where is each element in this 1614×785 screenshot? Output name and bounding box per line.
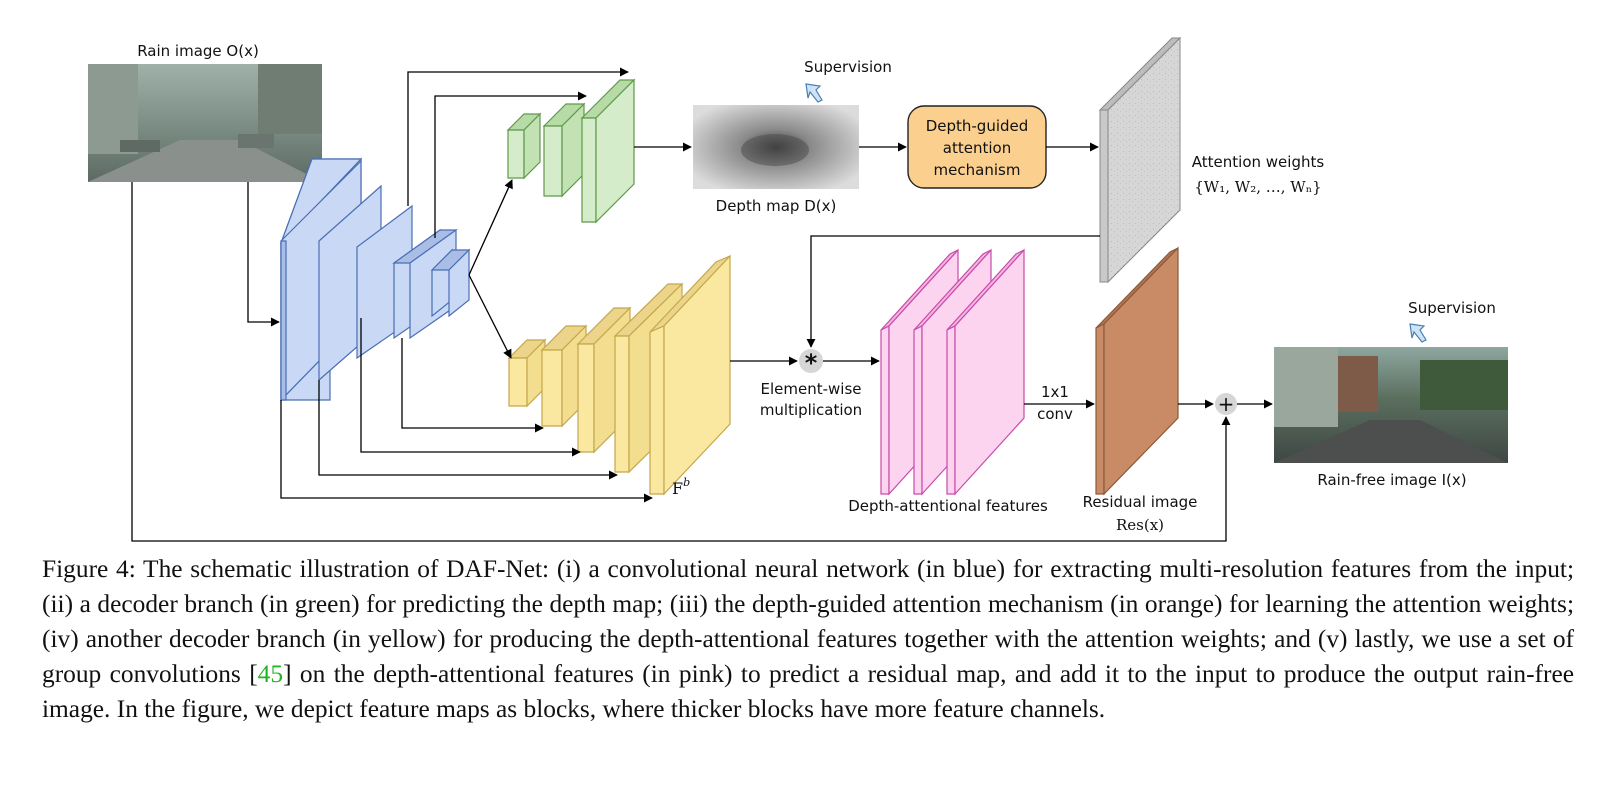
- rain-free-label: Rain-free image I(x): [1317, 471, 1466, 489]
- residual-label-2: Res(x): [1116, 516, 1164, 534]
- attention-weights-map: [1098, 36, 1182, 284]
- depth-attentional-features: [880, 248, 1025, 496]
- yellow-block-1: [507, 338, 547, 408]
- depth-attentional-label: Depth-attentional features: [848, 497, 1048, 515]
- plus-icon: +: [1218, 392, 1235, 416]
- caption-text-1: Figure 4: The schematic illustration of …: [42, 555, 1574, 688]
- supervision-top-label: Supervision: [804, 58, 892, 76]
- residual-label-1: Residual image: [1083, 493, 1198, 511]
- encoder: [280, 159, 471, 402]
- pink-block-3: [946, 248, 1025, 496]
- figure-caption: Figure 4: The schematic illustration of …: [42, 552, 1574, 727]
- attention-box-line-1: Depth-guided: [926, 117, 1029, 135]
- supervision-right-label: Supervision: [1408, 299, 1496, 317]
- citation-link[interactable]: 45: [257, 660, 284, 688]
- connections: [131, 67, 1273, 542]
- elementwise-label-1: Element-wise: [761, 380, 862, 398]
- green-block-1: [506, 112, 542, 180]
- feature-decoder: [507, 254, 731, 496]
- encoder-block-5: [430, 248, 471, 318]
- attention-mechanism-box: Depth-guided attention mechanism: [907, 105, 1047, 189]
- fb-label: Fb: [672, 476, 690, 498]
- attention-box-line-2: attention: [943, 139, 1011, 157]
- depth-map-label: Depth map D(x): [716, 197, 837, 215]
- supervision-right-arrow-icon: [1409, 323, 1427, 343]
- caption-text-2: ] on the depth-attentional features (in …: [42, 660, 1574, 723]
- attention-box-line-3: mechanism: [934, 161, 1021, 179]
- rain-image-label: Rain image O(x): [137, 42, 259, 60]
- depth-map-image: [693, 105, 859, 189]
- conv-label-1: 1x1: [1041, 383, 1069, 401]
- elementwise-label-2: multiplication: [760, 401, 862, 419]
- attention-weights-set: {W₁, W₂, …, Wₙ}: [1194, 178, 1321, 196]
- multiply-node: *: [799, 349, 823, 377]
- supervision-top-arrow-icon: [805, 83, 823, 103]
- conv-label-2: conv: [1037, 405, 1073, 423]
- daf-net-diagram: Rain image O(x): [88, 36, 1508, 542]
- rain-image: [88, 64, 322, 182]
- green-block-3: [580, 78, 636, 224]
- residual-image: [1095, 246, 1179, 496]
- asterisk-icon: *: [805, 349, 818, 377]
- add-node: +: [1215, 392, 1237, 416]
- yellow-block-5: [649, 254, 731, 496]
- attention-weights-label: Attention weights: [1192, 153, 1325, 171]
- depth-decoder: [506, 78, 636, 224]
- green-block-2: [542, 102, 586, 198]
- rain-free-image: [1274, 347, 1508, 463]
